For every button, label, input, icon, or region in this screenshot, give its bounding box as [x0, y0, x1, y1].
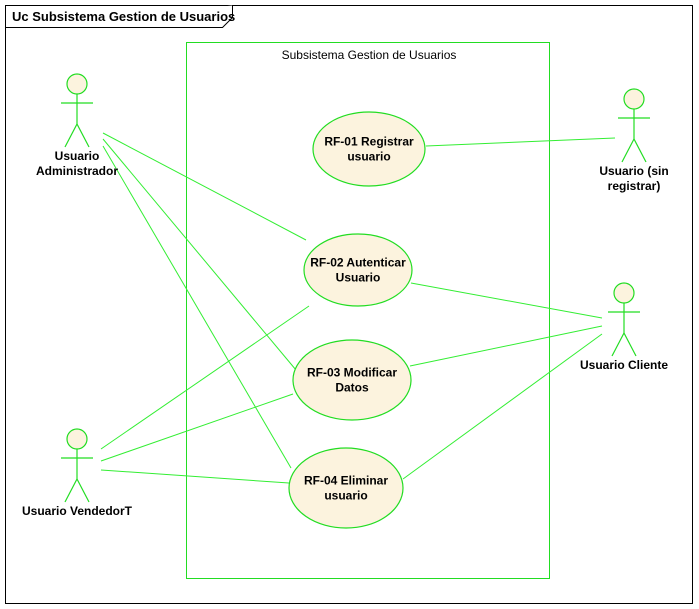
association-vendedor-rf04 — [100, 469, 290, 484]
use-case-label: Datos — [335, 381, 369, 395]
association-admin-rf03 — [102, 138, 297, 371]
system-boundary — [186, 42, 550, 579]
association-cliente-rf03 — [409, 325, 603, 367]
association-cliente-rf02 — [410, 282, 603, 319]
actor-stick-figure-icon — [61, 428, 93, 503]
actor-label: Usuario Cliente — [580, 358, 668, 372]
actor-cliente[interactable]: Usuario Cliente — [580, 282, 668, 372]
use-case-label: RF-03 Modificar — [307, 366, 397, 380]
association-vendedor-rf02 — [100, 305, 310, 450]
actor-stick-figure-icon — [61, 73, 93, 148]
use-case-label: usuario — [347, 150, 390, 164]
actor-vendedor[interactable]: Usuario VendedorT — [22, 428, 133, 518]
actor-label: Usuario (sin — [599, 164, 668, 178]
frame-title-tab — [5, 5, 233, 28]
association-vendedor-rf03 — [100, 393, 294, 462]
system-boundary-title: Subsistema Gestion de Usuarios — [282, 48, 457, 62]
association-sinregistrar-rf01 — [425, 137, 616, 147]
actor-label: Usuario VendedorT — [22, 504, 133, 518]
use-case-label: RF-02 Autenticar — [310, 256, 406, 270]
actor-label: registrar) — [608, 179, 661, 193]
use-case-label: RF-01 Registrar — [324, 135, 414, 149]
use-case-ellipse — [292, 339, 412, 421]
use-case-ellipse — [312, 111, 426, 187]
frame-title: Uc Subsistema Gestion de Usuarios — [12, 9, 235, 24]
actor-label: Usuario — [55, 149, 100, 163]
actor-stick-figure-icon — [618, 88, 650, 163]
use-case-ellipse — [303, 233, 413, 307]
use-case-label: RF-04 Eliminar — [304, 474, 388, 488]
association-cliente-rf04 — [402, 333, 603, 480]
use-case-label: usuario — [324, 489, 367, 503]
actor-stick-figure-icon — [608, 282, 640, 357]
association-admin-rf02 — [102, 132, 307, 241]
association-admin-rf04 — [102, 145, 292, 469]
use-case-label: Usuario — [336, 271, 381, 285]
use-case-ellipse — [288, 447, 404, 529]
associations — [100, 132, 616, 484]
actor-label: Administrador — [36, 164, 118, 178]
